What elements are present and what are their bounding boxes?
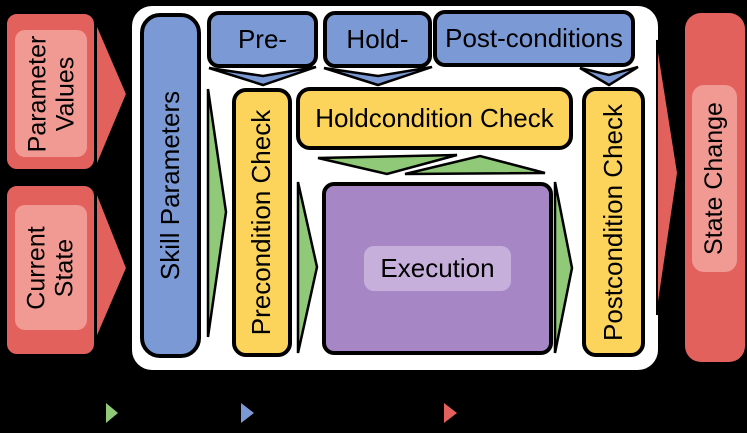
parameter-values-label: Parameter Values — [23, 35, 79, 152]
execution-box: Execution — [322, 182, 553, 355]
execution-label: Execution — [364, 246, 511, 291]
skill-parameters-box: Skill Parameters — [140, 13, 201, 358]
arrow-parameter-values-to-panel-icon — [95, 21, 129, 169]
postcondition-check-label: Postcondition Check — [598, 103, 628, 341]
current-state-label: Current State — [23, 225, 79, 310]
current-state-highlight: Current State — [15, 205, 87, 330]
post-conditions-label: Post-conditions — [445, 23, 623, 53]
current-state-box: Current State — [3, 182, 98, 358]
holdcondition-check-label: Holdcondition Check — [315, 103, 554, 133]
parameter-values-box: Parameter Values — [3, 10, 98, 173]
skill-parameters-label: Skill Parameters — [155, 90, 185, 281]
legend-green-arrow-icon — [106, 403, 118, 423]
arrow-panel-to-state-change-icon — [656, 39, 680, 316]
arrow-current-state-to-panel-icon — [95, 189, 129, 341]
holdcondition-check-box: Holdcondition Check — [296, 87, 573, 150]
hold-conditions-label: Hold- — [346, 24, 409, 54]
legend-blue-arrow-icon — [241, 403, 254, 423]
precondition-check-box: Precondition Check — [232, 88, 292, 357]
pre-conditions-label: Pre- — [237, 24, 288, 54]
state-change-highlight: State Change — [692, 85, 737, 272]
state-change-label: State Change — [700, 102, 728, 255]
post-conditions-box: Post-conditions — [433, 10, 635, 67]
legend-red-arrow-icon — [444, 403, 457, 423]
postcondition-check-box: Postcondition Check — [582, 87, 645, 357]
parameter-values-highlight: Parameter Values — [15, 30, 87, 157]
hold-conditions-box: Hold- — [323, 11, 432, 68]
precondition-check-label: Precondition Check — [246, 109, 277, 336]
state-change-box: State Change — [685, 13, 745, 362]
pre-conditions-box: Pre- — [207, 11, 318, 68]
